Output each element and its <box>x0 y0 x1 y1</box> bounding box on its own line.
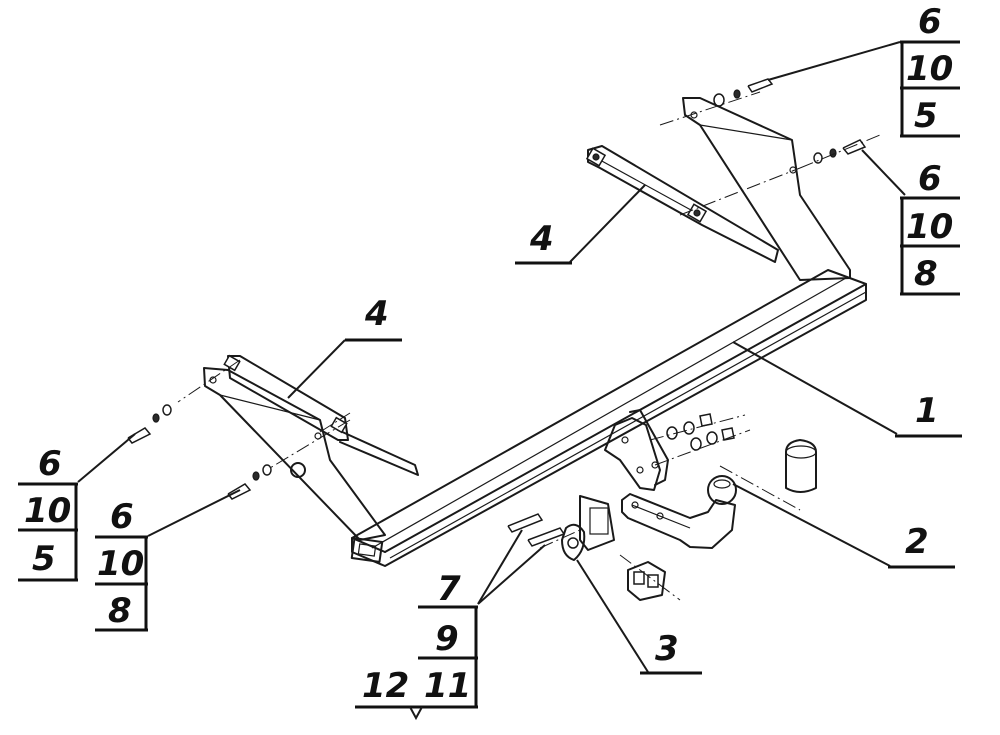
callout-bottom-center: 7 9 11 12 <box>355 569 478 721</box>
label-3-text: 3 <box>655 629 679 669</box>
axis-lines <box>177 91 881 601</box>
callout-trl-2: 8 <box>914 254 938 294</box>
callout-left-upper: 6 10 5 <box>18 444 78 582</box>
callout-trl-0: 6 <box>918 159 942 199</box>
part-label-2: 2 <box>888 522 955 569</box>
right-bracket-plate <box>682 97 851 281</box>
main-crossbeam <box>350 269 867 567</box>
callout-top-right-upper: 6 10 5 <box>900 2 960 138</box>
callout-lu-2: 5 <box>32 539 56 579</box>
callout-ll-2: 8 <box>108 591 132 631</box>
label-4-upper-text: 4 <box>529 219 554 259</box>
left-bracket-plate <box>203 367 386 541</box>
label-2-text: 2 <box>905 522 929 562</box>
socket-plate <box>561 495 615 561</box>
ball-cover-cap <box>785 439 817 493</box>
upper-strap <box>585 145 779 263</box>
callout-ll-0: 6 <box>110 497 134 537</box>
callout-tru-2: 5 <box>914 96 938 136</box>
part-label-1: 1 <box>895 391 962 438</box>
callout-ll-1: 10 <box>97 544 144 584</box>
leader-lines <box>77 41 906 673</box>
callout-tru-1: 10 <box>906 49 953 89</box>
callout-bc-0: 7 <box>437 569 461 609</box>
part-label-4-upper: 4 <box>515 219 572 265</box>
tow-ball-arm <box>621 475 737 549</box>
lower-strap <box>223 354 419 476</box>
callout-bc-extra: 12 <box>362 666 409 706</box>
fasteners <box>127 78 867 547</box>
part-label-3: 3 <box>640 629 702 675</box>
part-label-4-lower: 4 <box>345 294 402 342</box>
callout-top-right-lower: 6 10 8 <box>900 159 960 296</box>
callout-bc-2: 11 <box>424 666 471 706</box>
callout-lu-0: 6 <box>38 444 62 484</box>
callout-tru-0: 6 <box>918 2 942 42</box>
electrical-socket <box>627 561 666 601</box>
callout-lu-1: 10 <box>24 491 71 531</box>
callout-bc-1: 9 <box>435 619 459 659</box>
callout-trl-1: 10 <box>906 207 953 247</box>
label-4-lower-text: 4 <box>364 294 389 334</box>
label-1-text: 1 <box>915 391 939 431</box>
center-mount-bracket <box>604 409 669 491</box>
callout-left-lower: 6 10 8 <box>95 497 148 632</box>
